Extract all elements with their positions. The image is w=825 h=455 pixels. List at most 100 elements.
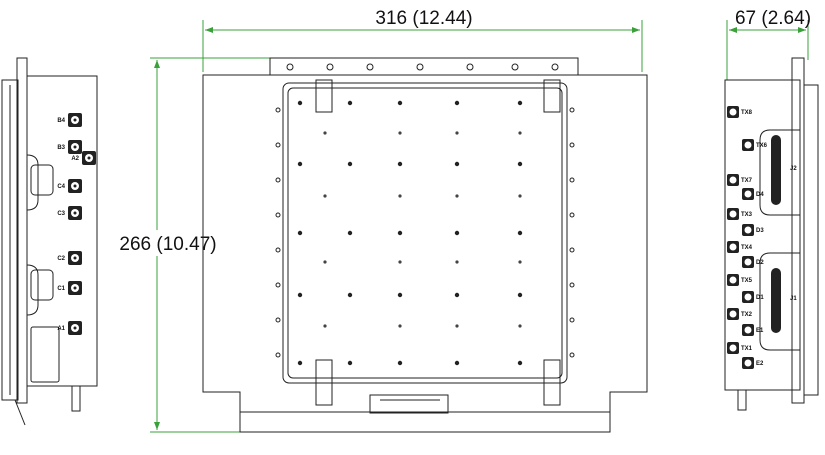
connector-label: TX6 xyxy=(756,143,768,149)
mounting-hole xyxy=(454,100,460,106)
screw xyxy=(326,63,334,71)
sma-connector: B3 xyxy=(57,140,82,154)
mounting-hole xyxy=(323,324,327,328)
front-view xyxy=(202,57,648,433)
mounting-hole xyxy=(454,360,460,366)
mounting-hole xyxy=(297,230,303,236)
screw xyxy=(569,247,575,253)
mounting-hole xyxy=(518,131,522,135)
connector-label: B4 xyxy=(57,118,65,124)
mounting-hole xyxy=(347,100,353,106)
screw xyxy=(569,107,575,113)
mounting-hole xyxy=(398,324,402,328)
mounting-hole xyxy=(455,194,459,198)
sma-connector: D2 xyxy=(742,256,764,268)
screw xyxy=(569,282,575,288)
sma-connector: C4 xyxy=(57,179,82,193)
mounting-hole xyxy=(518,260,522,264)
screw xyxy=(366,63,374,71)
sma-connector: TX2 xyxy=(727,308,753,320)
mounting-hole xyxy=(517,161,523,167)
right-side-view: J2 J1 xyxy=(724,57,819,411)
sma-connector: TX5 xyxy=(727,274,753,286)
sma-connector: TX4 xyxy=(727,241,753,253)
mounting-holes xyxy=(275,63,575,366)
connector-label: A1 xyxy=(57,326,65,332)
connector-label: C1 xyxy=(57,286,65,292)
mounting-hole xyxy=(297,100,303,106)
height-dimension-label: 266 (10.47) xyxy=(119,234,216,255)
connector-label: D3 xyxy=(756,228,764,234)
screw xyxy=(275,142,281,148)
height-dimension: 266 (10.47) xyxy=(112,57,270,433)
sma-connector: TX7 xyxy=(727,174,753,186)
depth-dimension: 67 (2.64) xyxy=(726,8,811,80)
screw xyxy=(569,352,575,358)
sma-connector: E1 xyxy=(742,324,764,336)
connector-label: TX4 xyxy=(741,245,753,251)
sma-connector: TX1 xyxy=(727,342,753,354)
screw xyxy=(275,247,281,253)
connector-label: D2 xyxy=(756,260,764,266)
mounting-hole xyxy=(517,292,523,298)
mounting-hole xyxy=(518,324,522,328)
mounting-hole xyxy=(518,194,522,198)
connector-label: TX2 xyxy=(741,312,753,318)
connector-label: D1 xyxy=(756,295,764,301)
screw xyxy=(551,63,559,71)
mounting-hole xyxy=(398,131,402,135)
sma-connector: D3 xyxy=(742,224,764,236)
connector-label: C4 xyxy=(57,184,65,190)
sma-connector: C3 xyxy=(57,206,82,220)
connector-label: E2 xyxy=(756,361,764,367)
screw xyxy=(569,212,575,218)
connector-label: B3 xyxy=(57,145,65,151)
mounting-hole xyxy=(347,360,353,366)
mounting-hole xyxy=(517,230,523,236)
sma-connector: C1 xyxy=(57,281,82,295)
connector-label: C2 xyxy=(57,256,65,262)
port-label-j1: J1 xyxy=(790,296,797,302)
connector-label: C3 xyxy=(57,211,65,217)
depth-dimension-label: 67 (2.64) xyxy=(735,8,811,29)
screw xyxy=(275,317,281,323)
screw xyxy=(275,107,281,113)
mounting-hole xyxy=(455,260,459,264)
mounting-hole xyxy=(297,161,303,167)
screw xyxy=(416,63,424,71)
mounting-hole xyxy=(454,230,460,236)
connector-label: A2 xyxy=(71,156,79,162)
mounting-hole xyxy=(297,292,303,298)
sma-connector: D1 xyxy=(742,291,764,303)
mounting-hole xyxy=(454,161,460,167)
sma-connector: TX3 xyxy=(727,208,753,220)
screw xyxy=(286,63,294,71)
mounting-hole xyxy=(455,131,459,135)
mounting-hole xyxy=(323,194,327,198)
sma-connector: TX8 xyxy=(727,106,753,118)
mounting-hole xyxy=(347,292,353,298)
mounting-hole xyxy=(454,292,460,298)
connector-label: E1 xyxy=(756,328,764,334)
screw xyxy=(275,177,281,183)
left-side-view xyxy=(1,57,98,426)
mounting-hole xyxy=(323,260,327,264)
screw xyxy=(275,212,281,218)
screw xyxy=(569,317,575,323)
mounting-hole xyxy=(398,194,402,198)
sma-connector: A1 xyxy=(57,321,82,335)
sma-connector: D4 xyxy=(742,188,764,200)
mounting-hole xyxy=(323,131,327,135)
connector-label: TX5 xyxy=(741,278,753,284)
connector-label: TX8 xyxy=(741,110,753,116)
connector-label: D4 xyxy=(756,192,764,198)
mounting-hole xyxy=(397,360,403,366)
mounting-hole xyxy=(397,100,403,106)
screw xyxy=(569,142,575,148)
width-dimension-label: 316 (12.44) xyxy=(375,8,472,29)
mounting-hole xyxy=(517,360,523,366)
sma-connector: E2 xyxy=(742,357,764,369)
